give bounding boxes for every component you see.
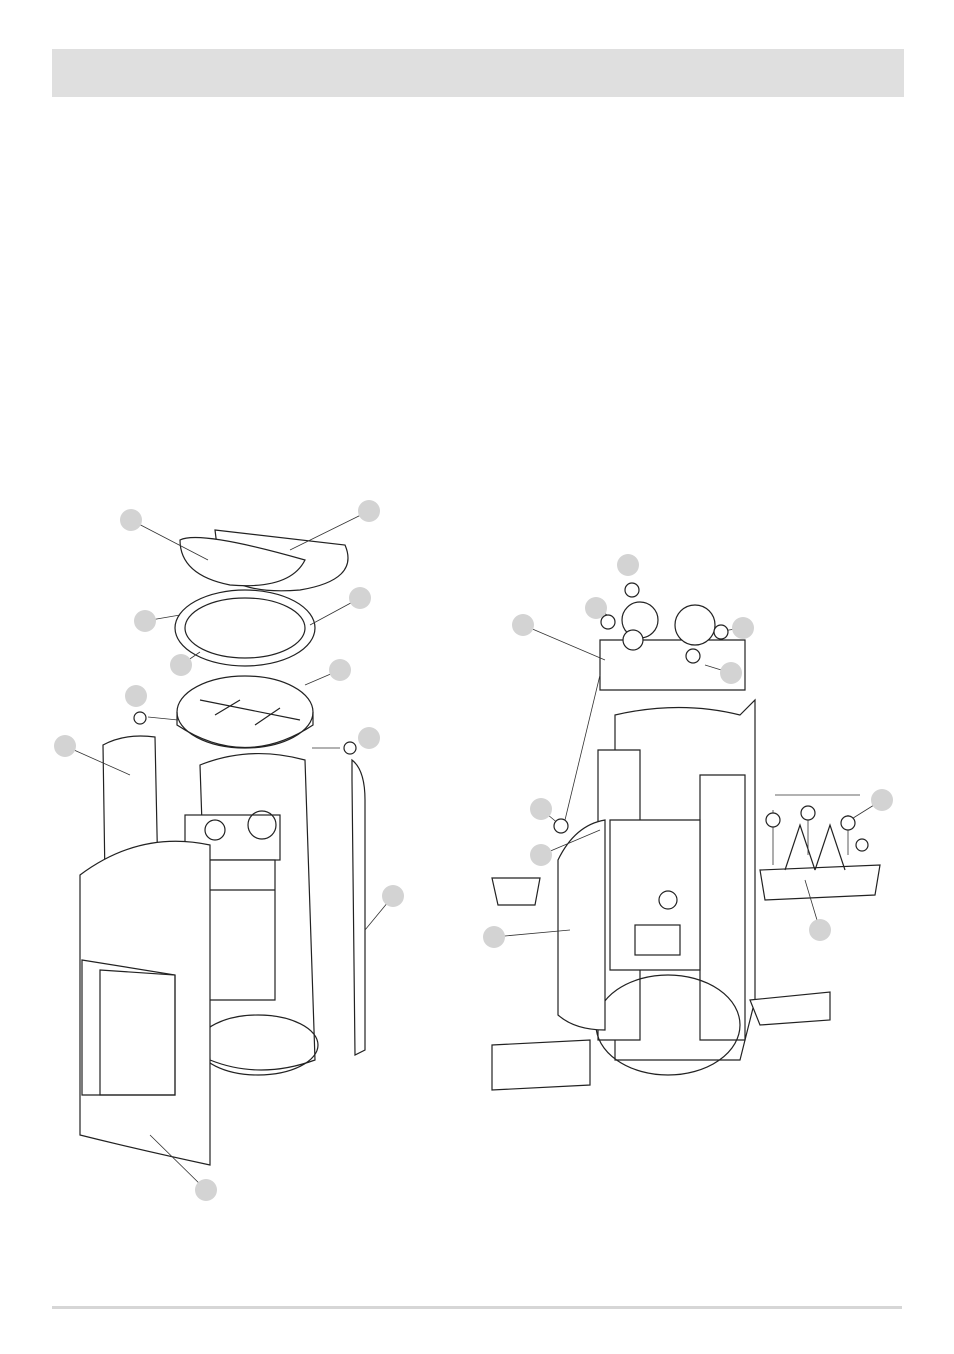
door xyxy=(557,819,606,1031)
balloon xyxy=(512,614,534,636)
balloon xyxy=(530,798,552,820)
leader-lines xyxy=(64,510,394,1191)
ash-drawer xyxy=(491,877,541,906)
balloon xyxy=(358,500,380,522)
balloon xyxy=(585,597,607,619)
balloon xyxy=(809,919,831,941)
front-cladding-panel xyxy=(79,840,211,1166)
balloon xyxy=(170,654,192,676)
balloon xyxy=(483,926,505,948)
balloon xyxy=(54,735,76,757)
callout-balloons xyxy=(54,500,404,1201)
balloon xyxy=(382,885,404,907)
balloon xyxy=(732,617,754,639)
leader-lines xyxy=(493,607,883,938)
balloon xyxy=(720,662,742,684)
balloon xyxy=(329,659,351,681)
balloon xyxy=(349,587,371,609)
base-frame xyxy=(491,1039,591,1091)
section-header-bar xyxy=(52,49,904,97)
heat-baffle xyxy=(759,823,881,901)
right-side-strip xyxy=(351,758,366,1056)
balloon xyxy=(358,727,380,749)
balloon xyxy=(195,1179,217,1201)
footer-divider xyxy=(52,1306,902,1309)
access-plate xyxy=(749,991,831,1026)
balloon xyxy=(134,610,156,632)
top-ring xyxy=(174,589,316,667)
balloon xyxy=(120,509,142,531)
stove-cladding-exploded-view xyxy=(54,500,404,1201)
top-cover xyxy=(179,529,349,592)
stove-frame xyxy=(595,698,756,1076)
balloon xyxy=(617,554,639,576)
screw-detail-markers xyxy=(133,711,357,755)
balloon xyxy=(125,685,147,707)
top-plate xyxy=(176,675,314,749)
stove-internals-exploded-view xyxy=(483,554,893,1091)
fan-assembly xyxy=(599,601,746,691)
callout-balloons xyxy=(483,554,893,948)
balloon xyxy=(530,844,552,866)
screw-detail-markers xyxy=(553,582,869,852)
balloon xyxy=(871,789,893,811)
